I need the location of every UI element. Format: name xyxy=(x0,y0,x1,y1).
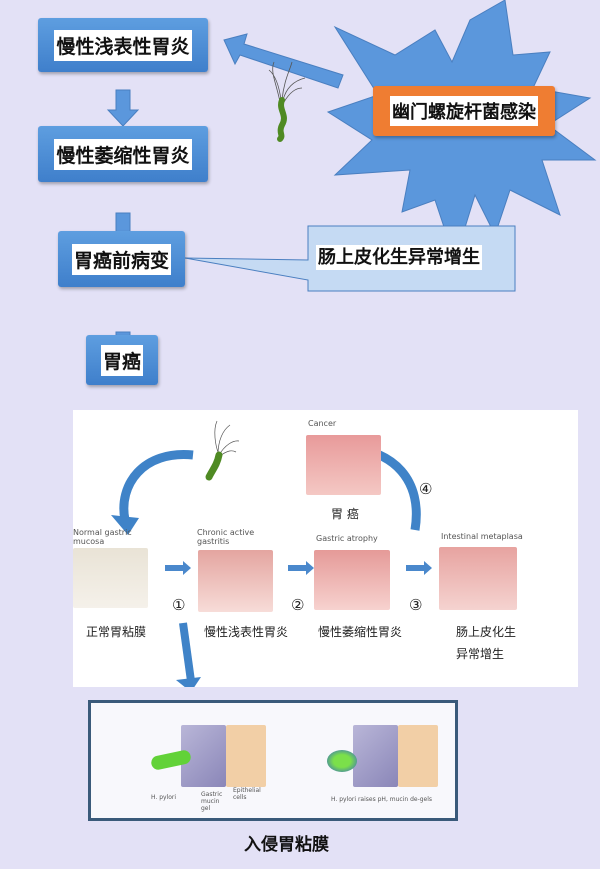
invasion-caption: 入侵胃粘膜 xyxy=(244,835,329,855)
step-label: 慢性萎缩性胃炎 xyxy=(54,138,192,170)
callout-label: 肠上皮化生异常增生 xyxy=(316,245,482,270)
step-2-marker: ② xyxy=(291,596,305,614)
step-4-marker: ④ xyxy=(419,480,433,498)
step-chronic-atrophic-gastritis: 慢性萎缩性胃炎 xyxy=(38,126,208,182)
infection-box: 幽门螺旋杆菌感染 xyxy=(373,86,555,136)
step-label: 胃癌 xyxy=(100,344,143,376)
down-arrow-1 xyxy=(106,89,140,127)
step-1-marker: ① xyxy=(172,596,186,614)
mucin-block-right xyxy=(353,725,398,787)
infection-arrow xyxy=(223,33,344,89)
atrophy-en: Gastric atrophy xyxy=(316,534,378,543)
normal-en: Normal gastric mucosa xyxy=(73,528,132,546)
step-arrows xyxy=(165,561,432,575)
metaplasia-callout: 肠上皮化生异常增生 xyxy=(316,243,482,270)
curved-arrow-left xyxy=(119,450,194,521)
infection-label: 幽门螺旋杆菌感染 xyxy=(390,96,538,126)
step-label: 胃癌前病变 xyxy=(71,243,171,275)
atrophy-tissue-image xyxy=(314,550,390,610)
epithelial-block-left xyxy=(226,725,266,787)
cancer-tissue-image xyxy=(306,435,381,495)
chronic-en: Chronic active gastritis xyxy=(197,528,255,546)
step-label: 慢性浅表性胃炎 xyxy=(54,29,192,61)
atrophy-cn: 慢性萎缩性胃炎 xyxy=(318,625,403,639)
metaplasia-cn-1: 肠上皮化生 xyxy=(456,625,517,639)
label-epithelial: Epithelial cells xyxy=(233,787,261,801)
chronic-cn: 慢性浅表性胃炎 xyxy=(204,625,289,639)
metaplasia-tissue-image xyxy=(439,547,517,610)
label-raises: H. pylori raises pH, mucin de-gels xyxy=(331,796,433,803)
label-pylori: H. pylori xyxy=(151,794,177,801)
step-chronic-superficial-gastritis: 慢性浅表性胃炎 xyxy=(38,18,208,72)
label-mucin: Gastric mucin gel xyxy=(201,791,223,812)
cancer-en: Cancer xyxy=(308,419,337,428)
step-gastric-cancer: 胃癌 xyxy=(86,335,158,385)
cycle-arrows xyxy=(111,420,432,687)
bacterium-icon xyxy=(205,420,240,481)
down-arrow-invasion xyxy=(179,622,195,682)
metaplasia-en: Intestinal metaplasa xyxy=(441,532,523,541)
step-3-marker: ③ xyxy=(409,596,423,614)
normal-cn: 正常胃粘膜 xyxy=(86,625,147,639)
cycle-panel: Cancer 胃 癌 ④ Normal gastric mucosa 正常胃粘膜… xyxy=(73,410,578,687)
step-precancerous-lesion: 胃癌前病变 xyxy=(58,231,185,287)
invasion-figure: H. pylori Gastric mucin gel Epithelial c… xyxy=(88,700,458,821)
metaplasia-cn-2: 异常增生 xyxy=(456,647,505,661)
normal-tissue-image xyxy=(73,548,148,608)
bacterium-icon xyxy=(268,61,306,142)
chronic-tissue-image xyxy=(198,550,273,612)
h-pylori-right-image xyxy=(327,750,357,772)
cancer-cn: 胃 癌 xyxy=(331,507,359,521)
epithelial-block-right xyxy=(398,725,438,787)
